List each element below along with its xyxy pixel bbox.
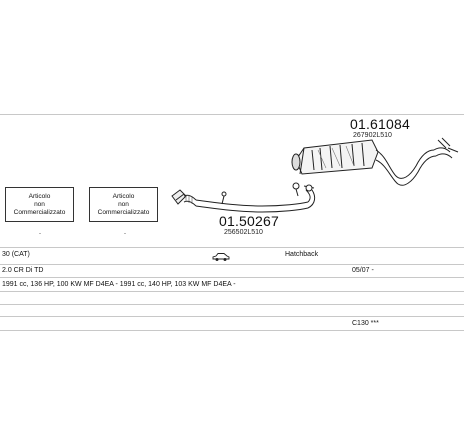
nc-line: Commercializzato — [97, 208, 150, 216]
hatchback-car-icon — [212, 253, 230, 261]
box-marker-2: - — [124, 231, 126, 237]
part-code-2: 256502L510 — [224, 229, 263, 236]
separator-line — [0, 330, 464, 331]
part-number-1[interactable]: 01.61084 — [350, 116, 410, 132]
not-available-box-2: Articolo non Commercializzato — [89, 187, 158, 222]
front-pipe-part — [171, 184, 316, 213]
engine-type: 2.0 CR Di TD — [2, 267, 44, 274]
separator-line — [0, 304, 464, 305]
box-marker-1: - — [39, 231, 41, 237]
body-type: Hatchback — [285, 251, 319, 258]
nc-line: Articolo — [28, 192, 51, 200]
vehicle-model: 30 (CAT) — [2, 251, 30, 258]
separator-line — [0, 277, 464, 278]
nc-line: Articolo — [112, 192, 135, 200]
nc-line: non — [118, 200, 129, 208]
rear-silencer-part — [291, 137, 459, 197]
production-date: 05/07 - — [352, 267, 374, 274]
part-number-2[interactable]: 01.50267 — [219, 213, 279, 229]
not-available-box-1: Articolo non Commercializzato — [5, 187, 74, 222]
nc-line: non — [34, 200, 45, 208]
engine-specs: 1991 cc, 136 HP, 100 KW MF D4EA - 1991 c… — [2, 281, 236, 288]
separator-line — [0, 316, 464, 317]
separator-line — [0, 114, 464, 115]
separator-line — [0, 247, 464, 248]
part-code-1: 267902L510 — [353, 132, 392, 139]
separator-line — [0, 264, 464, 265]
catalog-reference: C130 *** — [352, 320, 379, 327]
nc-line: Commercializzato — [13, 208, 66, 216]
separator-line — [0, 291, 464, 292]
